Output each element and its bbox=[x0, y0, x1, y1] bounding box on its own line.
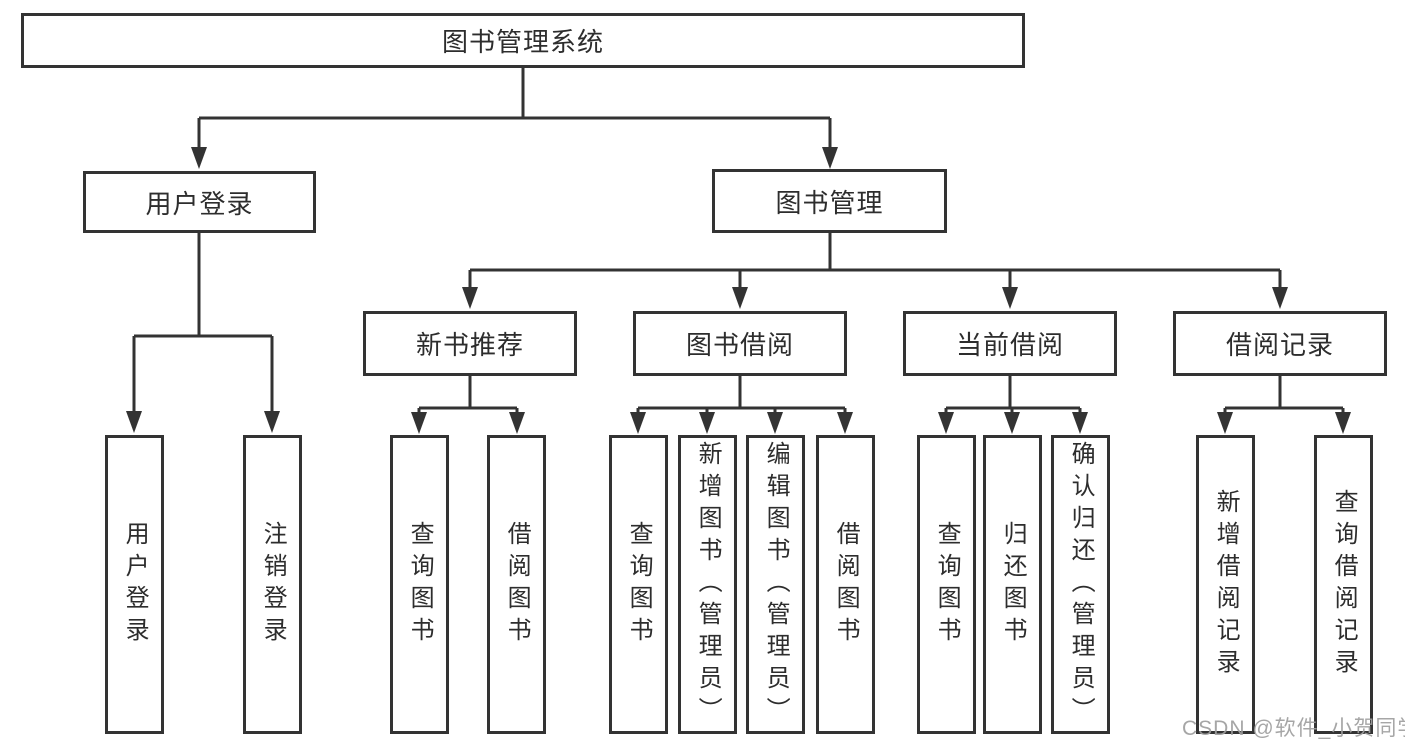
node-label: 用户登录 bbox=[145, 188, 254, 219]
leaf-newbooks-query-books: 查询图书 bbox=[390, 435, 449, 734]
leaf-label: 借阅图书 bbox=[503, 520, 531, 649]
leaf-logout: 注销登录 bbox=[243, 435, 302, 734]
node-book-borrowing: 图书借阅 bbox=[633, 311, 847, 376]
leaf-borrowing-borrow-books: 借阅图书 bbox=[816, 435, 875, 734]
leaf-label: 确认归还（管理员） bbox=[1067, 440, 1095, 729]
node-user-login: 用户登录 bbox=[83, 171, 316, 233]
leaf-current-return-books: 归还图书 bbox=[983, 435, 1042, 734]
node-library-system: 图书管理系统 bbox=[21, 13, 1025, 68]
leaf-label: 新增借阅记录 bbox=[1212, 488, 1240, 681]
leaf-label: 编辑图书（管理员） bbox=[762, 440, 790, 729]
csdn-watermark: CSDN @软件_小贺同学 bbox=[1182, 717, 1405, 740]
leaf-current-query-books: 查询图书 bbox=[917, 435, 976, 734]
node-new-book-recommendation: 新书推荐 bbox=[363, 311, 577, 376]
leaf-label: 查询图书 bbox=[406, 520, 434, 649]
leaf-label: 注销登录 bbox=[259, 520, 287, 649]
leaf-borrowing-add-books-admin: 新增图书（管理员） bbox=[678, 435, 737, 734]
leaf-newbooks-borrow-books: 借阅图书 bbox=[487, 435, 546, 734]
leaf-records-add-borrow-record: 新增借阅记录 bbox=[1196, 435, 1255, 734]
node-label: 图书管理 bbox=[775, 187, 884, 218]
node-label: 新书推荐 bbox=[415, 330, 524, 360]
node-label: 借阅记录 bbox=[1225, 330, 1334, 360]
leaf-label: 查询图书 bbox=[933, 520, 961, 649]
leaf-label: 查询借阅记录 bbox=[1330, 488, 1358, 681]
leaf-user-login: 用户登录 bbox=[105, 435, 164, 734]
leaf-records-query-borrow-record: 查询借阅记录 bbox=[1314, 435, 1373, 734]
leaf-borrowing-edit-books-admin: 编辑图书（管理员） bbox=[746, 435, 805, 734]
node-borrowing-records: 借阅记录 bbox=[1173, 311, 1387, 376]
leaf-label: 归还图书 bbox=[999, 520, 1027, 649]
node-label: 图书管理系统 bbox=[441, 27, 604, 57]
leaf-label: 借阅图书 bbox=[832, 520, 860, 649]
leaf-current-confirm-return-admin: 确认归还（管理员） bbox=[1051, 435, 1110, 734]
node-label: 图书借阅 bbox=[685, 330, 794, 360]
node-label: 当前借阅 bbox=[955, 330, 1064, 360]
leaf-label: 用户登录 bbox=[121, 520, 149, 649]
node-current-borrowing: 当前借阅 bbox=[903, 311, 1117, 376]
leaf-label: 查询图书 bbox=[625, 520, 653, 649]
leaf-label: 新增图书（管理员） bbox=[694, 440, 722, 729]
node-book-management: 图书管理 bbox=[712, 169, 947, 233]
leaf-borrowing-query-books: 查询图书 bbox=[609, 435, 668, 734]
